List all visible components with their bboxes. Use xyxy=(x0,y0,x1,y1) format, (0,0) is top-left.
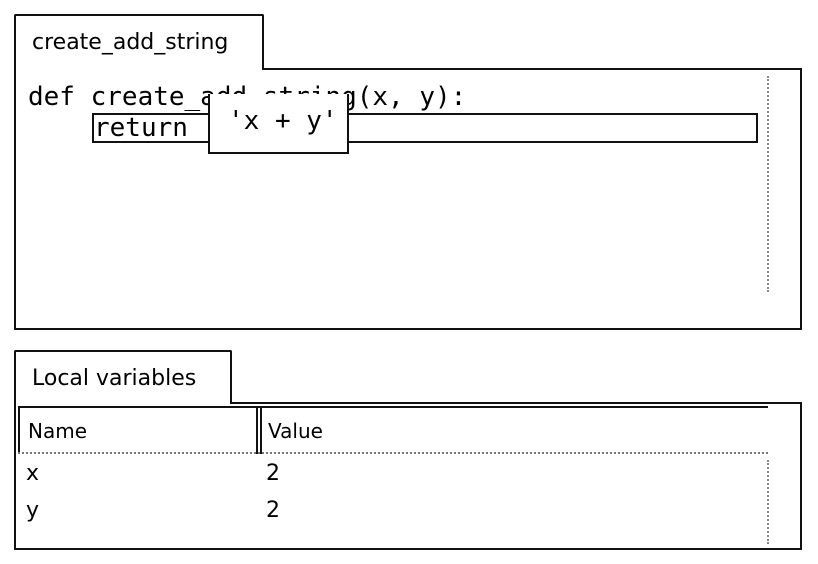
variable-name: x xyxy=(26,461,40,486)
column-header-value[interactable]: Value xyxy=(260,408,768,454)
code-editor-panel xyxy=(14,68,802,330)
column-header-name[interactable]: Name xyxy=(18,408,258,454)
variable-name: y xyxy=(26,498,40,523)
tab-local-variables[interactable]: Local variables xyxy=(14,350,232,406)
header-divider xyxy=(18,452,768,454)
tab-label: Local variables xyxy=(32,366,197,391)
tab-create-add-string[interactable]: create_add_string xyxy=(14,14,264,70)
table-row[interactable]: x 2 xyxy=(26,461,766,497)
variables-scrollbar[interactable] xyxy=(767,460,769,544)
tab-join xyxy=(16,66,262,70)
table-row[interactable]: y 2 xyxy=(26,498,766,534)
local-variables-panel xyxy=(14,402,802,550)
evaluation-tooltip: 'x + y' xyxy=(208,94,349,154)
current-line-highlight xyxy=(92,113,758,143)
table-header: Name Value xyxy=(18,406,768,454)
tab-label: create_add_string xyxy=(32,30,229,55)
tab-join xyxy=(16,400,230,404)
variable-value: 2 xyxy=(266,498,280,523)
variable-value: 2 xyxy=(266,461,280,486)
code-scrollbar[interactable] xyxy=(767,76,769,292)
